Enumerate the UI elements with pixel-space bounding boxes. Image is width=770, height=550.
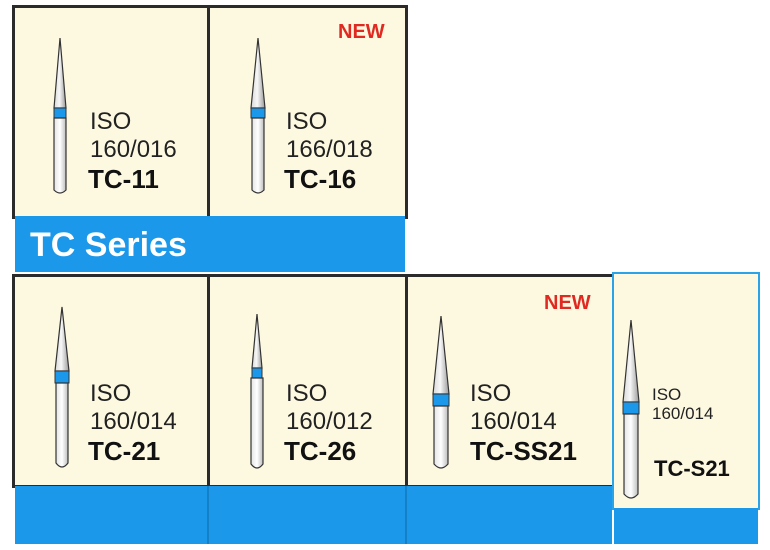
bottom-band-small [614, 508, 758, 544]
product-card-tc-21 [12, 274, 210, 488]
iso-size: 160/014 [652, 404, 714, 423]
product-card-tc-16 [207, 5, 408, 219]
iso-label: ISO [90, 380, 132, 407]
product-code: TC-11 [88, 164, 159, 194]
iso-size: 160/016 [90, 136, 177, 163]
series-title: TC Series [30, 226, 187, 264]
iso-label: ISO [470, 380, 512, 407]
product-code: TC-26 [284, 436, 357, 466]
bottom-band [15, 486, 612, 544]
iso-label: ISO [286, 380, 328, 407]
product-code: TC-SS21 [470, 436, 577, 466]
product-card-tc-11 [12, 5, 210, 219]
dental-bur-icon [250, 37, 266, 194]
dental-bur-icon [622, 319, 640, 499]
series-title-band [15, 216, 405, 272]
new-badge: NEW [338, 21, 385, 43]
dental-bur-icon [250, 313, 264, 469]
iso-size: 160/012 [286, 408, 373, 435]
dental-bur-icon [432, 315, 450, 469]
iso-size: 166/018 [286, 136, 373, 163]
product-code: TC-S21 [654, 456, 730, 481]
dental-bur-icon [54, 306, 70, 468]
product-card-tc-26 [207, 274, 408, 488]
dental-bur-icon [53, 37, 67, 194]
iso-label: ISO [286, 108, 328, 135]
new-badge: NEW [544, 292, 591, 314]
iso-label: ISO [90, 108, 132, 135]
iso-size: 160/014 [470, 408, 557, 435]
iso-label: ISO [652, 385, 682, 404]
product-code: TC-16 [284, 164, 357, 194]
product-code: TC-21 [88, 436, 161, 466]
iso-size: 160/014 [90, 408, 177, 435]
